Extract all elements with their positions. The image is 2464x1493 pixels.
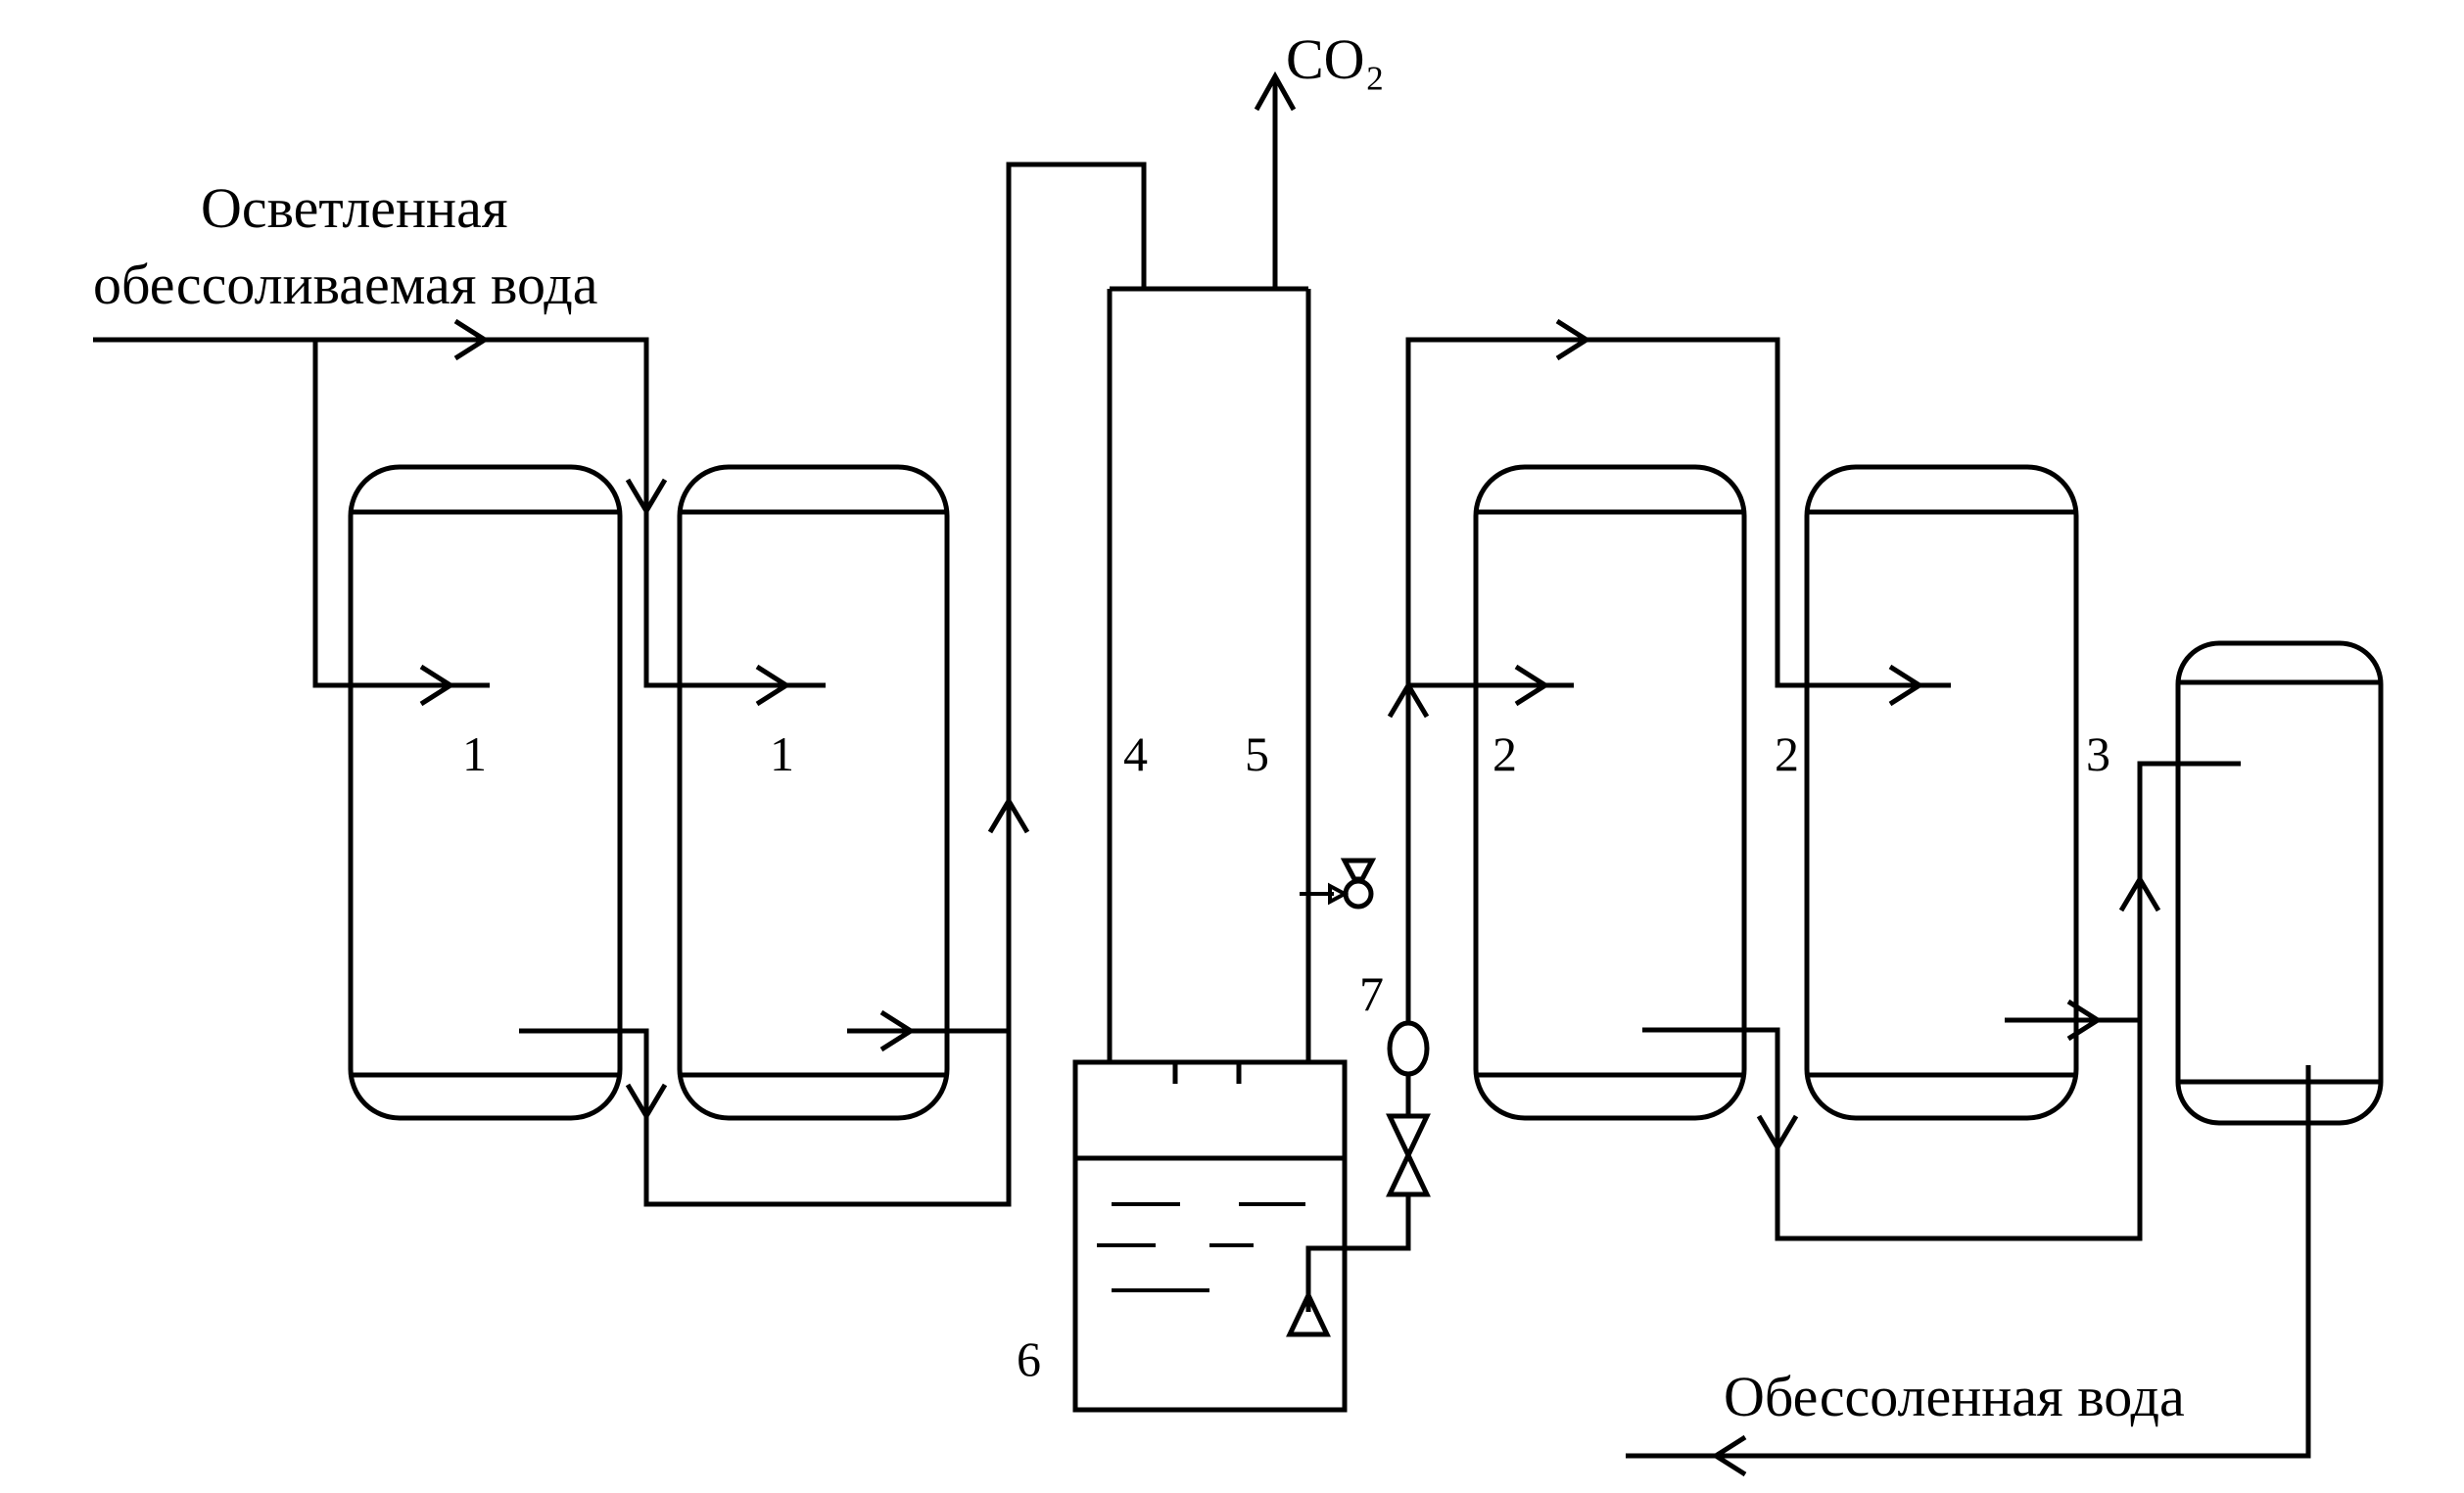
callout-tank-6: 6 (1017, 1331, 1041, 1386)
arrow-right-icon (419, 664, 455, 707)
arrow-left-icon (1711, 1434, 1747, 1477)
valve-icon (1386, 1113, 1431, 1197)
inlet-label-line1: Осветленная (201, 176, 508, 240)
arrow-right-icon (1888, 664, 1924, 707)
arrow-up-icon (2118, 874, 2161, 912)
arrow-right-icon (755, 664, 791, 707)
callout-filter-2b: 2 (1775, 726, 1799, 781)
gas-outlet-label: CO₂ (1286, 27, 1385, 91)
arrow-down-icon (625, 478, 668, 516)
arrow-right-icon (1555, 318, 1591, 361)
air-blower-icon (1328, 858, 1377, 910)
water-level-marks (1097, 1202, 1305, 1292)
callout-pump-7: 7 (1359, 966, 1384, 1021)
arrow-up-icon (1387, 680, 1430, 719)
arrow-down-icon (1756, 1114, 1799, 1152)
arrow-down-icon (625, 1083, 668, 1121)
arrow-right-icon (1514, 664, 1550, 707)
filter-2b-vessel (1804, 464, 2079, 1121)
filter-1a-vessel (348, 464, 623, 1121)
inlet-label-line2: обессоливаемая вода (93, 253, 598, 316)
callout-filter-2a: 2 (1493, 726, 1517, 781)
pipework (93, 78, 2311, 1459)
pump-icon (1387, 1020, 1430, 1077)
callout-column-5: 5 (1245, 726, 1269, 781)
callout-filter-1a: 1 (462, 726, 487, 781)
arrow-up-icon (1254, 70, 1297, 112)
filter-2a-vessel (1473, 464, 1747, 1121)
filter-1b-vessel (677, 464, 950, 1121)
arrow-right-icon (879, 1009, 916, 1052)
callout-column-4: 4 (1123, 726, 1148, 781)
filter-3-vessel (2175, 640, 2384, 1126)
intermediate-tank (1072, 1059, 1348, 1413)
flow-arrows (419, 70, 2161, 1477)
decarbonizer-column (1107, 286, 1311, 1062)
suction-strainer-icon (1286, 1289, 1331, 1337)
arrow-up-icon (987, 796, 1030, 834)
outlet-label: Обессоленная вода (1724, 1365, 2185, 1428)
callout-filter-3: 3 (2086, 726, 2110, 781)
arrow-right-icon (453, 318, 490, 361)
callout-filter-1b: 1 (770, 726, 794, 781)
arrow-right-icon (2066, 999, 2103, 1042)
